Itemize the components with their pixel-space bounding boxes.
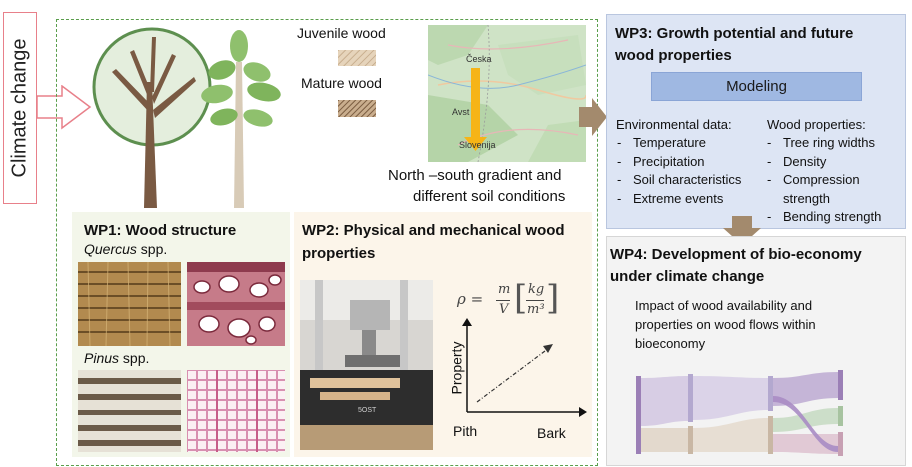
quercus-macro-image <box>78 262 181 346</box>
axis-x-right-label: Bark <box>537 425 566 441</box>
density-unit-num: kg <box>528 282 545 297</box>
wp4-desc-line2: properties on wood flows within <box>635 317 816 332</box>
density-unit-den: m³ <box>527 302 545 317</box>
axis-y-label: Property <box>448 341 465 395</box>
climate-change-box: Climate change <box>3 12 37 204</box>
wood-item: strength <box>783 190 830 206</box>
juvenile-wood-swatch <box>338 50 376 66</box>
env-heading: Environmental data: <box>616 117 732 132</box>
wp4-desc-line3: bioeconomy <box>635 336 706 351</box>
arrow-to-wp4 <box>723 216 761 245</box>
wood-item: -Density <box>767 153 827 169</box>
density-formula-lhs: ρ = <box>457 290 484 308</box>
map-label-ceska: Česka <box>466 54 492 64</box>
climate-change-label: Climate change <box>8 38 31 178</box>
testing-machine-image: 5OST <box>300 280 433 450</box>
wood-heading: Wood properties: <box>767 117 866 132</box>
wood-item: -Compression <box>767 172 860 187</box>
wood-item: -Bending strength <box>767 209 882 224</box>
map-label-avstrija: Avst <box>452 107 470 117</box>
arrow-to-wp3 <box>579 98 607 136</box>
env-list: -Temperature -Precipitation -Soil charac… <box>617 134 741 208</box>
juvenile-wood-label: Juvenile wood <box>297 25 386 41</box>
pinus-macro-image <box>78 370 181 452</box>
density-formula-m: m <box>498 282 511 297</box>
mature-wood-swatch <box>338 100 376 117</box>
region-map <box>428 25 586 162</box>
wood-flow-sankey <box>636 370 843 456</box>
wood-list: -Tree ring widths -Density -Compression … <box>767 134 881 227</box>
wp2-title-line2: properties <box>302 245 376 262</box>
wp3-title-line2: wood properties <box>615 47 732 64</box>
modeling-box: Modeling <box>651 72 862 101</box>
wp4-desc-line1: Impact of wood availability and <box>635 298 813 313</box>
env-item: -Soil characteristics <box>617 172 742 187</box>
env-item: -Precipitation <box>617 153 705 169</box>
project-scope-frame <box>56 19 598 466</box>
climate-arrow <box>36 85 92 130</box>
bracket-left: [ <box>514 278 528 318</box>
machine-label: 5OST <box>358 407 377 414</box>
wp1-species2: Pinus spp. <box>84 350 150 366</box>
property-trend-chart <box>462 318 587 417</box>
wood-item: -Tree ring widths <box>767 135 875 150</box>
unit-fraction-bar <box>526 300 544 301</box>
wp1-species1: Quercus spp. <box>84 241 168 257</box>
quercus-micro-image <box>187 262 285 346</box>
gradient-arrow-head <box>464 137 487 151</box>
gradient-arrow-shaft <box>471 68 480 140</box>
wp1-title: WP1: Wood structure <box>84 222 237 239</box>
map-caption-line1: North –south gradient and <box>388 167 562 184</box>
wp4-title-line2: under climate change <box>610 268 765 285</box>
env-item: -Temperature <box>617 135 706 150</box>
wp2-title-line1: WP2: Physical and mechanical wood <box>302 222 565 239</box>
fraction-bar <box>496 300 510 301</box>
axis-x-left-label: Pith <box>453 423 478 439</box>
wp4-title-line1: WP4: Development of bio-economy <box>610 246 862 263</box>
pinus-micro-image <box>187 370 285 452</box>
env-item: -Extreme events <box>617 190 724 206</box>
density-formula-v: V <box>499 302 509 317</box>
mature-wood-label: Mature wood <box>301 75 382 91</box>
wp3-title-line1: WP3: Growth potential and future <box>615 25 854 42</box>
map-caption-line2: different soil conditions <box>413 188 566 205</box>
trees-illustration <box>92 27 281 208</box>
bracket-right: ] <box>546 278 560 318</box>
map-label-slovenija: Slovenija <box>459 140 496 150</box>
